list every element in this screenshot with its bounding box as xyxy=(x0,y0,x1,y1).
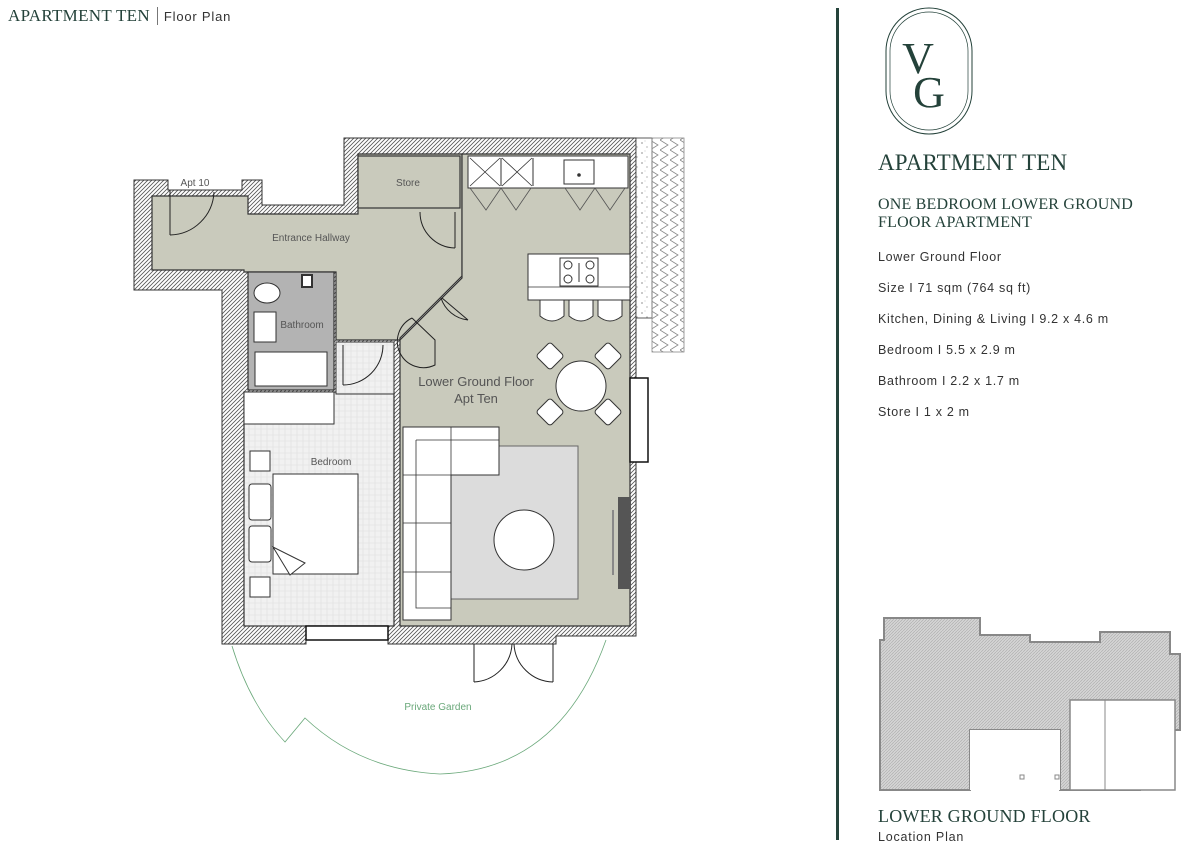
header-divider xyxy=(156,7,158,25)
logo-letter-g: G xyxy=(913,68,945,117)
apartment-title: APARTMENT TEN xyxy=(878,150,1068,175)
spec-size: Size I 71 sqm (764 sq ft) xyxy=(878,281,1031,295)
dining-table xyxy=(536,342,622,426)
spec-store: Store I 1 x 2 m xyxy=(878,405,970,419)
kitchen-units xyxy=(467,155,631,322)
bedroom-furniture xyxy=(248,450,359,598)
header-title: APARTMENT TEN xyxy=(8,6,150,25)
floor-plan: Apt 10 Store Entrance Hallway Bathroom L… xyxy=(133,137,685,775)
spec-kitchen: Kitchen, Dining & Living I 9.2 x 4.6 m xyxy=(878,312,1109,326)
page-header: APARTMENT TEN Floor Plan xyxy=(8,6,231,26)
label-main-line1: Lower Ground Floor xyxy=(418,374,534,389)
doors xyxy=(169,190,554,683)
location-subtitle: Location Plan xyxy=(878,830,965,844)
label-bedroom: Bedroom xyxy=(311,457,352,468)
bathroom-fixtures xyxy=(253,274,328,387)
sink-icon xyxy=(563,159,595,185)
living-furniture xyxy=(402,426,631,621)
apartment-subtitle: ONE BEDROOM LOWER GROUND FLOOR APARTMENT xyxy=(878,196,1134,231)
label-store: Store xyxy=(396,178,420,189)
label-bathroom: Bathroom xyxy=(280,320,323,331)
exterior-planter xyxy=(629,137,685,463)
vg-logo: V G xyxy=(885,7,973,135)
label-apt-door: Apt 10 xyxy=(181,178,210,189)
vertical-divider xyxy=(836,8,839,840)
spec-bedroom: Bedroom I 5.5 x 2.9 m xyxy=(878,343,1016,357)
label-garden: Private Garden xyxy=(404,702,471,713)
location-plan xyxy=(879,617,1181,791)
header-subtitle: Floor Plan xyxy=(163,8,232,24)
label-main-line2: Apt Ten xyxy=(454,391,498,406)
spec-list: Lower Ground Floor Size I 71 sqm (764 sq… xyxy=(878,249,1109,435)
garden-boundary xyxy=(231,639,607,775)
logo-letter-v: V xyxy=(902,34,934,83)
label-hallway: Entrance Hallway xyxy=(272,233,350,244)
location-title: LOWER GROUND FLOOR xyxy=(878,806,1091,826)
room-labels: Apt 10 Store Entrance Hallway Bathroom L… xyxy=(181,178,535,713)
spec-floor: Lower Ground Floor xyxy=(878,250,1002,264)
spec-bathroom: Bathroom I 2.2 x 1.7 m xyxy=(878,374,1020,388)
